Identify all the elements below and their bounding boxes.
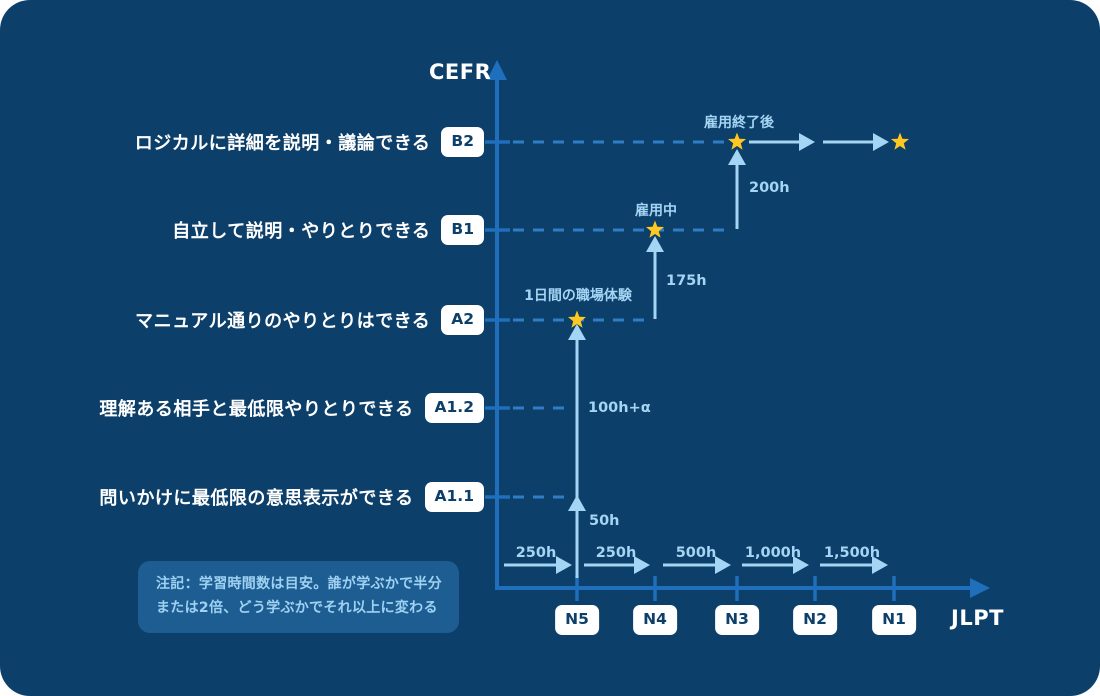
note-line-1: 注記：学習時間数は目安。誰が学ぶかで半分 [156, 576, 442, 592]
cefr-row-b2: ロジカルに詳細を説明・議論できる B2 [0, 127, 484, 157]
level-dashed-lines [513, 140, 729, 499]
segment-hours-4: 1,000h [744, 545, 802, 561]
axes [485, 60, 990, 601]
jlpt-badge-n3: N3 [715, 605, 759, 635]
cefr-badge-a12: A1.2 [424, 393, 484, 423]
note-line-2: または2倍、どう学ぶかでそれ以上に変わる [156, 599, 438, 616]
star-icon-n4-b1 [645, 220, 665, 238]
cefr-badge-a2: A2 [441, 305, 484, 335]
cefr-description-b2: ロジカルに詳細を説明・議論できる [134, 133, 431, 154]
x-axis-title: JLPT [951, 606, 1004, 630]
segment-hours-2: 250h [595, 545, 637, 561]
cefr-row-a12: 理解ある相手と最低限やりとりできる A1.2 [0, 393, 484, 423]
note-box: 注記：学習時間数は目安。誰が学ぶかで半分 または2倍、どう学ぶかでそれ以上に変わ… [138, 561, 459, 633]
cefr-description-b1: 自立して説明・やりとりできる [172, 221, 431, 242]
jlpt-badge-n5: N5 [555, 605, 599, 635]
progress-arrows [504, 133, 889, 578]
climb-arrowhead-b2-icon [728, 149, 746, 165]
b2-arrowhead-2-icon [873, 133, 889, 151]
segment-hours-5: 1,500h [823, 545, 881, 561]
cefr-badge-b2: B2 [441, 127, 484, 157]
y-axis-ticks [485, 140, 510, 499]
segment-hours-3: 500h [675, 545, 717, 561]
jlpt-badge-n2: N2 [793, 605, 837, 635]
cefr-badge-a11: A1.1 [424, 482, 484, 512]
segment-hours-1: 250h [515, 545, 557, 561]
cefr-row-a11: 問いかけに最低限の意思表示ができる A1.1 [0, 482, 484, 512]
climb-hours-200h: 200h [749, 180, 790, 196]
hours-arrowhead-3-icon [715, 556, 731, 574]
b2-arrowhead-1-icon [799, 133, 815, 151]
hours-arrowhead-5-icon [872, 556, 888, 574]
milestone-label-workplace-experience: 1日間の職場体験 [524, 288, 632, 304]
hours-arrowhead-4-icon [793, 556, 809, 574]
cefr-row-b1: 自立して説明・やりとりできる B1 [0, 215, 484, 245]
y-axis-title: CEFR [429, 60, 492, 84]
hours-arrowhead-2-icon [634, 556, 650, 574]
star-icon-n3-b2 [727, 132, 747, 150]
climb-hours-50h: 50h [589, 513, 620, 529]
climb-hours-175h: 175h [666, 273, 707, 289]
hours-arrowhead-1-icon [556, 556, 572, 574]
climb-arrowhead-a11-icon [568, 495, 586, 511]
cefr-row-a2: マニュアル通りのやりとりはできる A2 [0, 305, 484, 335]
climb-hours-100h: 100h+α [588, 400, 651, 416]
milestone-label-after-employment: 雇用終了後 [704, 115, 774, 131]
jlpt-badge-n1: N1 [872, 605, 916, 635]
y-axis-arrowhead-icon [487, 60, 507, 80]
cefr-description-a2: マニュアル通りのやりとりはできる [135, 311, 431, 332]
star-icon-n1-b2 [890, 132, 910, 150]
cefr-description-a11: 問いかけに最低限の意思表示ができる [99, 488, 414, 509]
x-axis-ticks [575, 576, 896, 601]
climb-arrowhead-b1-icon [646, 236, 664, 252]
x-axis-arrowhead-icon [970, 578, 990, 598]
jlpt-badge-n4: N4 [633, 605, 677, 635]
cefr-badge-b1: B1 [441, 215, 484, 245]
milestone-label-employed: 雇用中 [635, 203, 677, 219]
cefr-description-a12: 理解ある相手と最低限やりとりできる [99, 399, 414, 420]
climb-arrowhead-a2-icon [568, 324, 586, 340]
